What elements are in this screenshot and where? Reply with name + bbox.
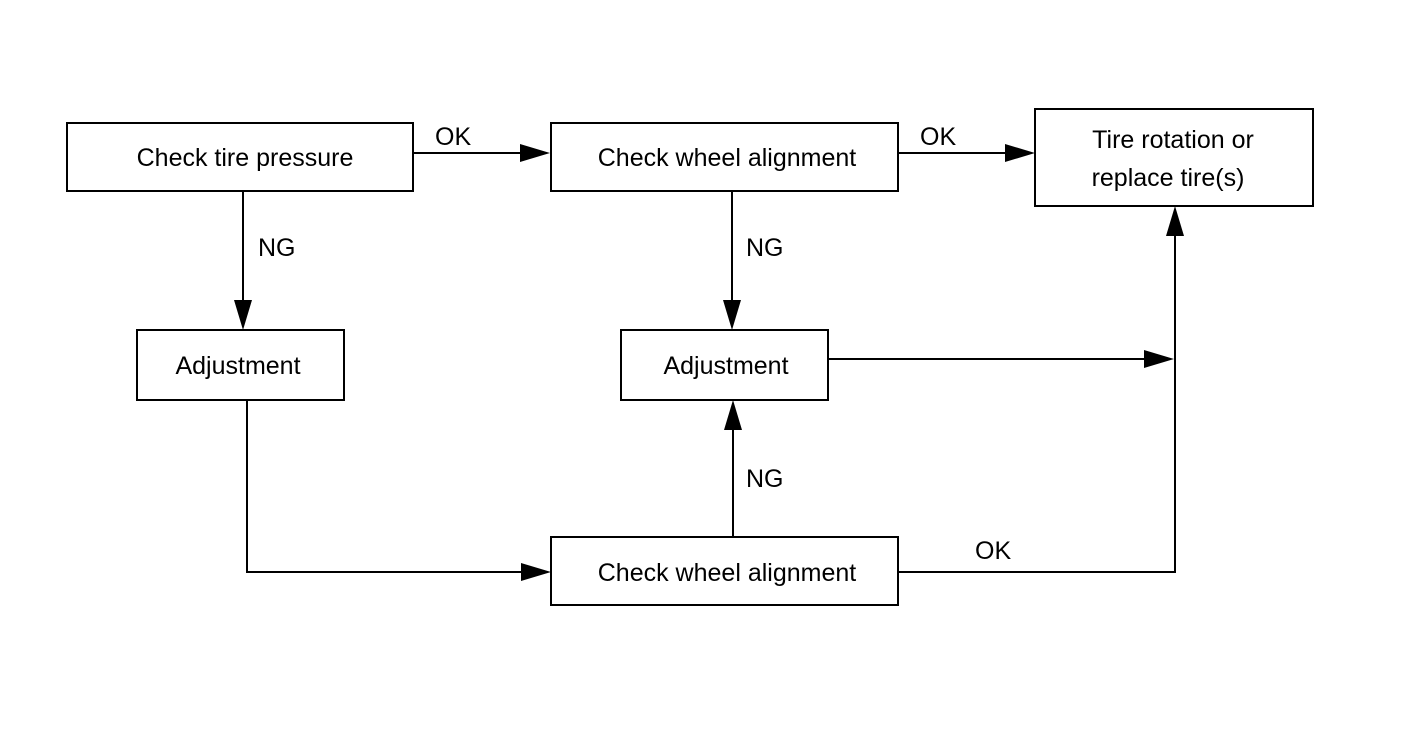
node-label: Check wheel alignment [598,559,857,587]
arrowhead [1005,144,1035,162]
edge-label-pressure-ok: OK [435,123,471,151]
node-label: Check tire pressure [137,144,354,172]
edge-label-bottom-alignment-ng: NG [746,465,784,493]
node-check-wheel-alignment-bottom: Check wheel alignment [550,536,899,606]
edge-label-alignment-ng: NG [746,234,784,262]
edge-label-alignment-ok: OK [920,123,956,151]
edge-adjustment-to-rotation [828,350,1174,368]
node-adjustment-middle: Adjustment [620,329,829,401]
arrowhead [724,400,742,430]
node-check-tire-pressure: Check tire pressure [66,122,414,192]
node-label-line2: replace tire(s) [1092,164,1245,192]
edge-adjustment-to-bottom-alignment [246,400,551,581]
node-label-line1: Tire rotation or [1092,126,1254,154]
edge-label-bottom-alignment-ok: OK [975,537,1011,565]
edge-label-pressure-ng: NG [258,234,296,262]
edge-bottom-alignment-to-rotation [898,206,1184,573]
edge-alignment-to-adjustment [723,192,741,330]
edge-pressure-to-adjustment [234,192,252,330]
edge-bottom-alignment-to-adjustment [724,400,742,537]
node-adjustment-left: Adjustment [136,329,345,401]
edge-alignment-to-rotation [898,144,1035,162]
node-tire-rotation: Tire rotation or replace tire(s) [1034,108,1314,207]
node-check-wheel-alignment-top: Check wheel alignment [550,122,899,192]
edge-pressure-to-alignment [413,144,550,162]
node-label: Adjustment [175,352,300,380]
arrowhead [1144,350,1174,368]
arrowhead [521,563,551,581]
node-label: Adjustment [663,352,788,380]
arrowhead [520,144,550,162]
arrowhead [1166,206,1184,236]
node-label: Check wheel alignment [598,144,857,172]
arrowhead [234,300,252,330]
arrowhead [723,300,741,330]
